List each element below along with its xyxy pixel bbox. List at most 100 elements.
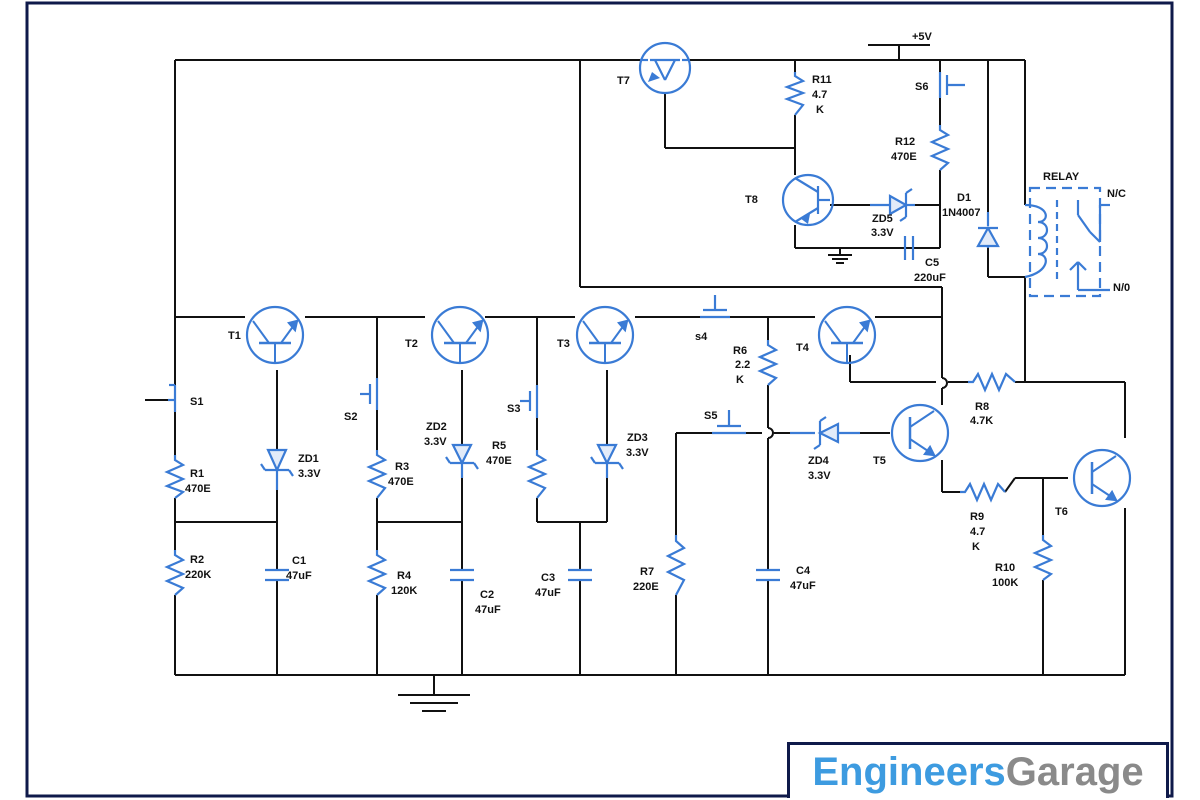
capacitor-c1 — [265, 568, 289, 582]
label-d1: D1 — [957, 192, 971, 204]
value-c5: 220uF — [914, 272, 946, 284]
value-r2: 220K — [185, 569, 211, 581]
label-s1: S1 — [190, 396, 203, 408]
diode-d1 — [976, 212, 1000, 248]
label-zd5: ZD5 — [872, 213, 893, 225]
value-r10: 100K — [992, 577, 1018, 589]
label-r2: R2 — [190, 554, 204, 566]
value-r1: 470E — [185, 483, 211, 495]
label-c5: C5 — [925, 257, 939, 269]
supply-label: +5V — [912, 31, 933, 43]
value-zd5: 3.3V — [871, 227, 894, 239]
engineers-garage-logo: EngineersGarage — [787, 742, 1169, 798]
label-c3: C3 — [541, 572, 555, 584]
value-d1: 1N4007 — [942, 207, 981, 219]
zener-zd4 — [790, 416, 860, 450]
label-t7: T7 — [617, 75, 630, 87]
relay — [1024, 186, 1110, 298]
capacitor-c2 — [450, 568, 474, 582]
label-r4: R4 — [397, 570, 412, 582]
label-s3: S3 — [507, 403, 520, 415]
switch-s4 — [700, 295, 730, 319]
transistor-t1 — [245, 305, 305, 365]
relay-title: RELAY — [1043, 171, 1080, 183]
switch-s1 — [168, 383, 177, 412]
label-r11: R11 — [812, 74, 832, 86]
value-r4: 120K — [391, 585, 417, 597]
label-r10: R10 — [995, 562, 1015, 574]
components — [164, 41, 1132, 596]
label-s5: S5 — [704, 410, 717, 422]
wires — [145, 44, 1126, 712]
unit-r11: K — [816, 104, 824, 116]
label-r3: R3 — [395, 461, 409, 473]
relay-nc-label: N/C — [1107, 188, 1126, 200]
resistor-r4 — [366, 550, 388, 596]
zener-zd5 — [870, 188, 915, 222]
label-r9: R9 — [970, 511, 984, 523]
resistor-r1 — [164, 455, 186, 499]
resistor-r2 — [164, 550, 186, 596]
value-r11: 4.7 — [812, 89, 827, 101]
label-r5: R5 — [492, 440, 506, 452]
label-r1: R1 — [190, 468, 204, 480]
value-r6: 2.2 — [735, 359, 750, 371]
value-r5: 470E — [486, 455, 512, 467]
capacitor-c5 — [903, 236, 915, 260]
value-zd3: 3.3V — [626, 447, 649, 459]
label-s4: s4 — [695, 331, 708, 343]
value-zd1: 3.3V — [298, 468, 321, 480]
label-t2: T2 — [405, 338, 418, 350]
label-c2: C2 — [480, 589, 494, 601]
resistor-r3 — [366, 450, 388, 499]
value-zd2: 3.3V — [424, 436, 447, 448]
value-r12: 470E — [891, 151, 917, 163]
label-r6: R6 — [733, 345, 747, 357]
capacitor-c3 — [568, 568, 592, 582]
relay-no-label: N/0 — [1113, 282, 1130, 294]
resistor-r11 — [783, 72, 807, 116]
value-c1: 47uF — [286, 570, 312, 582]
transistor-t4 — [817, 305, 877, 365]
label-zd1: ZD1 — [298, 453, 319, 465]
resistor-r5 — [526, 450, 548, 499]
label-c1: C1 — [292, 555, 306, 567]
value-r3: 470E — [388, 476, 414, 488]
transistor-t5 — [890, 403, 950, 463]
switch-s3 — [520, 385, 539, 418]
zener-zd1 — [260, 448, 294, 490]
switch-s5 — [712, 410, 746, 435]
switch-s2 — [360, 378, 379, 410]
label-c4: C4 — [796, 565, 811, 577]
resistor-r8 — [968, 371, 1016, 393]
resistor-r9 — [960, 481, 1006, 503]
label-r7: R7 — [640, 566, 654, 578]
label-r8: R8 — [975, 401, 989, 413]
label-t5: T5 — [873, 455, 886, 467]
resistor-r12 — [929, 125, 951, 171]
value-zd4: 3.3V — [808, 470, 831, 482]
label-zd4: ZD4 — [808, 455, 830, 467]
resistor-r6 — [757, 340, 779, 386]
label-s6: S6 — [915, 81, 928, 93]
labels: +5V RELAY N/C N/0 T1 T2 T3 T4 T5 T6 T7 T… — [185, 31, 1130, 616]
label-s2: S2 — [344, 411, 357, 423]
transistor-t2 — [430, 305, 490, 365]
switch-s6 — [938, 72, 965, 98]
resistor-r7 — [665, 535, 687, 596]
transistor-t7 — [638, 41, 692, 95]
label-r12: R12 — [895, 136, 915, 148]
page-border — [25, 1, 1174, 798]
zener-zd2 — [445, 443, 479, 478]
capacitor-c4 — [756, 568, 780, 582]
resistor-r10 — [1032, 535, 1054, 581]
transistor-t3 — [575, 305, 635, 365]
transistor-t8 — [781, 173, 835, 227]
value-r7: 220E — [633, 581, 659, 593]
value-c4: 47uF — [790, 580, 816, 592]
label-t8: T8 — [745, 194, 758, 206]
unit-r6: K — [736, 374, 744, 386]
transistor-t6 — [1072, 448, 1132, 508]
zener-zd3 — [590, 443, 624, 478]
label-t6: T6 — [1055, 506, 1068, 518]
